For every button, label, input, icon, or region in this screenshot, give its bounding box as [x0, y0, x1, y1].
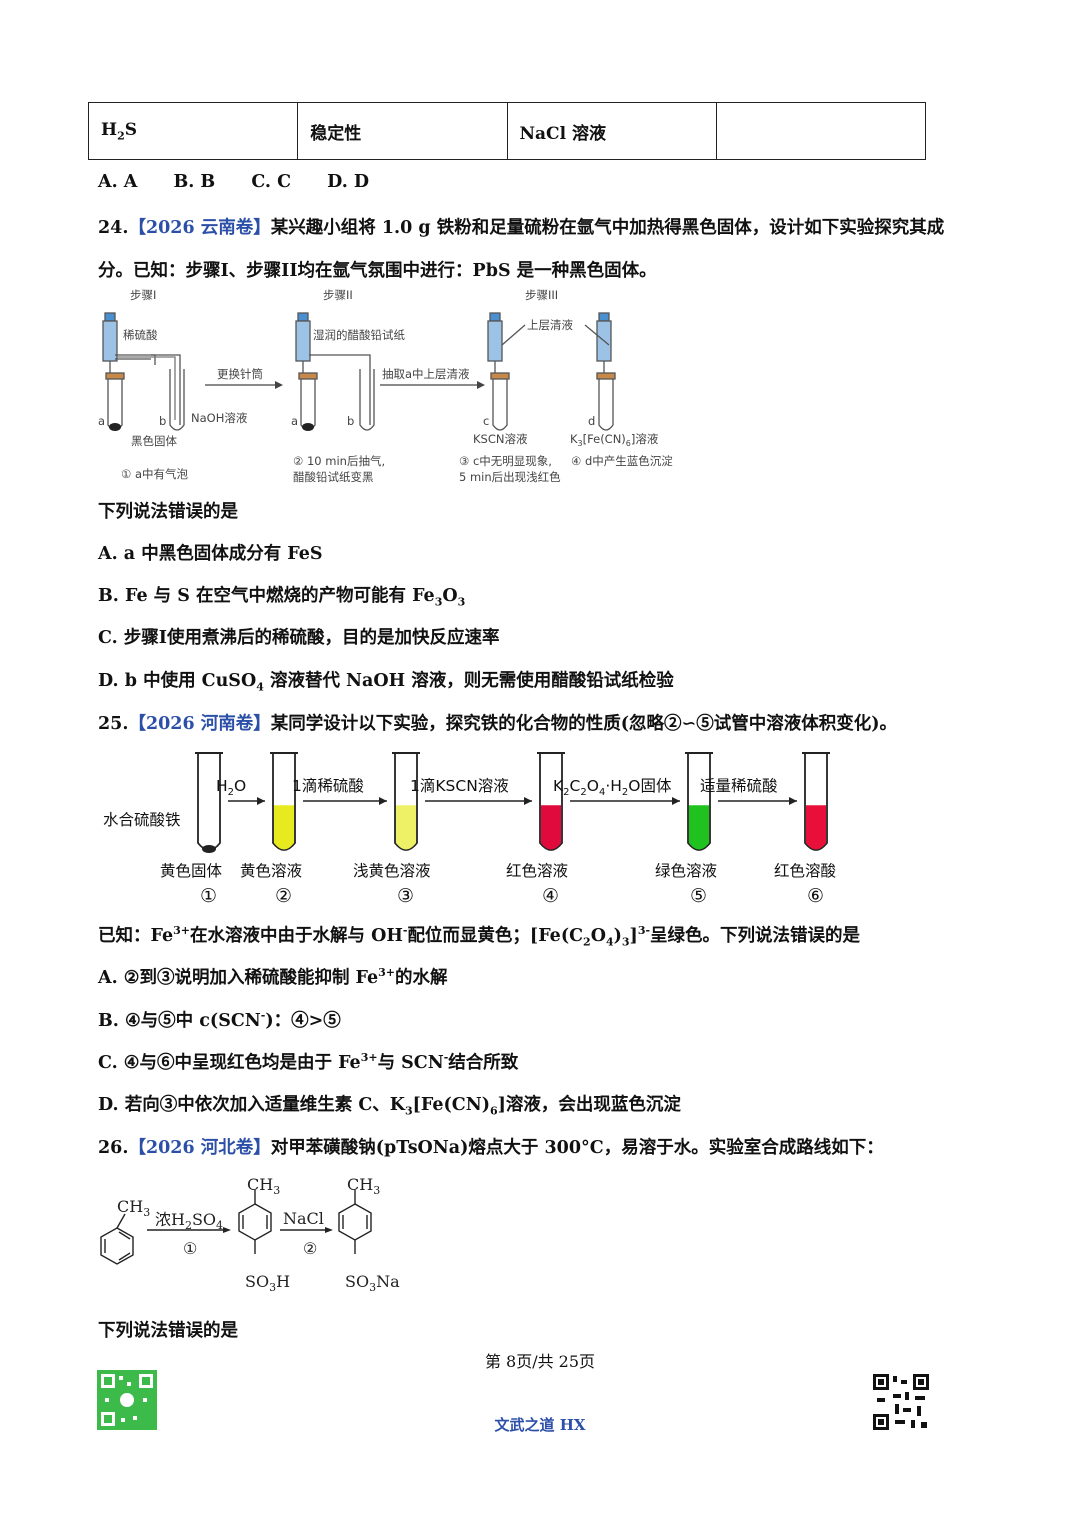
q24-stem-line2: 分。已知：步骤I、步骤II均在氩气氛围中进行：PbS 是一种黑色固体。 — [98, 261, 657, 281]
svg-text:SO3Na: SO3Na — [345, 1272, 400, 1294]
tube-label: 绿色溶液 — [655, 862, 717, 880]
q25-option-c: C. ④与⑥中呈现红色均是由于 Fe3+与 SCN-结合所致 — [98, 1051, 519, 1073]
table-cell: H2S — [87, 102, 299, 160]
arrow-head — [257, 797, 265, 805]
reagent2-label: 1滴稀硫酸 — [292, 777, 364, 795]
q26-synthesis-scheme: CH3 浓H2SO4 ① CH3 SO3H NaCl ② CH3 SO3Na — [100, 1175, 400, 1294]
tube-solution — [274, 805, 294, 850]
q24-option-b: B. Fe 与 S 在空气中燃烧的产物可能有 Fe3O3 — [98, 586, 466, 609]
step2-label: 步骤II — [323, 288, 353, 302]
table-row: H2S 稳定性 NaCl 溶液 — [87, 102, 927, 160]
tube-solution — [806, 805, 826, 850]
tube-label: 黄色溶液 — [240, 862, 302, 880]
reagent3-label: 1滴KSCN溶液 — [410, 777, 509, 795]
arrow2-label: 抽取a中上层清液 — [382, 367, 470, 381]
kscn-label: KSCN溶液 — [473, 432, 528, 446]
paper-label: 湿润的醋酸铅试纸 — [313, 328, 405, 342]
table-cell — [715, 102, 927, 160]
right-qr-code-icon — [873, 1374, 929, 1430]
tube-label: 红色溶液 — [506, 862, 568, 880]
obs2b-label: 醋酸铅试纸变黑 — [293, 470, 374, 484]
solid-sample — [202, 845, 216, 853]
source-tag: 【2026 云南卷】 — [128, 218, 271, 238]
footer-brand: 文武之道 HX — [494, 1416, 586, 1434]
tube-number: ④ — [542, 885, 559, 907]
q24-stem-line1: 24.【2026 云南卷】某兴趣小组将 1.0 g 铁粉和足量硫粉在氩气中加热得… — [98, 218, 945, 238]
table-cell: NaCl 溶液 — [506, 102, 717, 160]
tube-solution — [541, 805, 561, 850]
k3fecn6-label: K3[Fe(CN)6]溶液 — [570, 432, 659, 448]
svg-text:a: a — [291, 414, 298, 428]
supernatant-label: 上层清液 — [527, 318, 573, 332]
left-qr-code-icon — [97, 1370, 157, 1430]
q24-prompt: 下列说法错误的是 — [98, 502, 238, 522]
h2o-label: H2O — [216, 777, 246, 798]
page-number: 第 8页/共 25页 — [484, 1352, 596, 1371]
svg-text:CH3: CH3 — [117, 1197, 150, 1219]
option-a: A. A — [98, 172, 138, 192]
arrow-head — [379, 797, 387, 805]
option-c: C. C — [251, 172, 292, 192]
q23-options: A. A B. B C. C D. D — [98, 172, 399, 192]
option-b: B. B — [173, 172, 216, 192]
step3-label: 步骤III — [525, 288, 558, 302]
q25-option-a: A. ②到③说明加入稀硫酸能抑制 Fe3+的水解 — [98, 966, 448, 988]
arrow1-label: 更换针筒 — [217, 367, 263, 381]
svg-text:CH3: CH3 — [347, 1175, 380, 1197]
tube-label: 浅黄色溶液 — [353, 862, 431, 880]
tube-number: ① — [200, 885, 217, 907]
option-d: D. D — [327, 172, 370, 192]
obs3a-label: ③ c中无明显现象, — [459, 454, 552, 468]
reagent-label: 水合硫酸铁 — [103, 811, 181, 829]
answer-table: H2S 稳定性 NaCl 溶液 — [87, 102, 927, 160]
svg-text:a: a — [98, 414, 105, 428]
obs4-label: ④ d中产生蓝色沉淀 — [571, 454, 673, 468]
table-cell: 稳定性 — [297, 102, 508, 160]
q25-option-d: D. 若向③中依次加入适量维生素 C、K3[Fe(CN)6]溶液，会出现蓝色沉淀 — [98, 1095, 681, 1118]
svg-text:d: d — [588, 414, 595, 428]
tube-label: 黄色固体 — [160, 862, 223, 880]
svg-text:CH3: CH3 — [247, 1175, 280, 1197]
test-tube — [197, 753, 221, 851]
tube-number: ⑥ — [807, 885, 824, 907]
tube-number: ③ — [397, 885, 414, 907]
tube-number: ⑤ — [690, 885, 707, 907]
q25-known: 已知：Fe3+在水溶液中由于水解与 OH-配位而显黄色；[Fe(C2O4)3]3… — [98, 924, 861, 949]
tube-number: ② — [275, 885, 292, 907]
svg-text:②: ② — [303, 1239, 317, 1258]
source-tag: 【2026 河南卷】 — [128, 714, 271, 734]
obs1-label: ① a中有气泡 — [121, 467, 189, 481]
svg-text:①: ① — [183, 1239, 197, 1258]
tube-label: 红色溶酸 — [774, 862, 837, 880]
arrow-head — [789, 797, 797, 805]
svg-text:b: b — [347, 414, 354, 428]
q26-stem: 26.【2026 河北卷】对甲苯磺酸钠(pTsONa)熔点大于 300°C，易溶… — [98, 1138, 884, 1158]
tube-solution — [689, 805, 709, 850]
q25-test-tube-figure: 水合硫酸铁 H2O 1滴稀硫酸 1滴KSCN溶液 K2C2O4·H2O固体 适量… — [103, 752, 837, 907]
svg-text:c: c — [483, 414, 489, 428]
svg-text:NaCl: NaCl — [283, 1209, 324, 1228]
q25-stem: 25.【2026 河南卷】某同学设计以下实验，探究铁的化合物的性质(忽略②∽⑤试… — [98, 714, 897, 734]
svg-text:SO3H: SO3H — [245, 1272, 290, 1294]
q24-apparatus-figure: 步骤I 步骤II 步骤III 稀硫酸 a b NaOH溶液 黑色固体 ① a中有… — [98, 288, 673, 484]
q24-option-c: C. 步骤I使用煮沸后的稀硫酸，目的是加快反应速率 — [98, 628, 500, 648]
svg-text:b: b — [159, 414, 166, 428]
q26-prompt: 下列说法错误的是 — [98, 1321, 238, 1341]
q24-option-a: A. a 中黑色固体成分有 FeS — [98, 544, 323, 564]
black-solid-label: 黑色固体 — [131, 434, 177, 448]
step1-label: 步骤I — [130, 288, 156, 302]
source-tag: 【2026 河北卷】 — [128, 1138, 271, 1158]
q25-option-b: B. ④与⑤中 c(SCN-)：④>⑤ — [98, 1009, 341, 1031]
naoh-label: NaOH溶液 — [191, 411, 248, 425]
obs2a-label: ② 10 min后抽气, — [293, 454, 385, 468]
q24-option-d: D. b 中使用 CuSO4 溶液替代 NaOH 溶液，则无需使用醋酸铅试纸检验 — [98, 671, 674, 694]
reagent5-label: 适量稀硫酸 — [700, 777, 778, 795]
svg-text:浓H2SO4: 浓H2SO4 — [155, 1210, 223, 1232]
acid-label: 稀硫酸 — [123, 328, 158, 342]
arrow-head — [672, 797, 680, 805]
arrow-head — [524, 797, 532, 805]
reagent4-label: K2C2O4·H2O固体 — [553, 777, 672, 798]
obs3b-label: 5 min后出现浅红色 — [459, 470, 561, 484]
tube-solution — [396, 805, 416, 850]
